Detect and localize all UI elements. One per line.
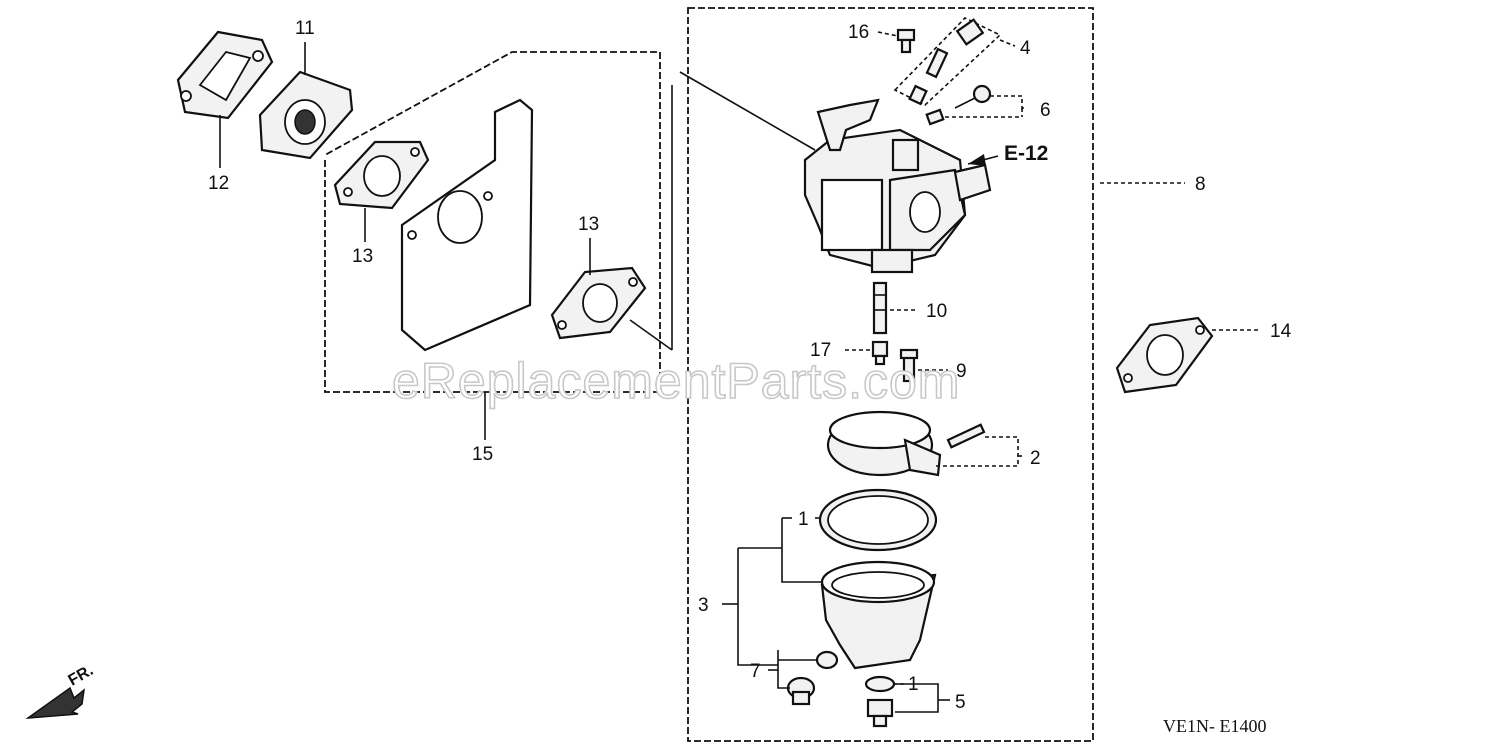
float[interactable] xyxy=(826,410,942,477)
part-6-screws[interactable] xyxy=(925,84,992,126)
carburetor-assembly-box xyxy=(687,7,1094,742)
callout-15: 15 xyxy=(472,444,493,465)
part-13-gasket-left[interactable] xyxy=(333,140,430,210)
callout-9: 9 xyxy=(956,361,967,382)
part-2-float-pin[interactable] xyxy=(946,423,986,449)
drawing-code: VE1N- E1400 xyxy=(1163,716,1266,736)
part-1-o-ring[interactable] xyxy=(818,488,938,552)
carburetor-body[interactable] xyxy=(803,98,992,274)
part-4-valve-set[interactable] xyxy=(893,17,1002,106)
part-15-plate[interactable] xyxy=(400,98,534,352)
callout-13-left: 13 xyxy=(352,246,373,267)
float-chamber[interactable] xyxy=(820,560,937,670)
callout-16: 16 xyxy=(848,22,869,43)
reference-label: E-12 xyxy=(1004,142,1048,165)
callout-1-lower: 1 xyxy=(908,674,919,695)
part-14-gasket[interactable] xyxy=(1115,316,1214,394)
insulator-set-box xyxy=(324,51,661,393)
watermark: eReplacementParts.com xyxy=(392,353,960,409)
part-10-nozzle[interactable] xyxy=(872,281,888,335)
callout-10: 10 xyxy=(926,301,947,322)
part-16-screw[interactable] xyxy=(896,28,916,54)
callout-6: 6 xyxy=(1040,100,1051,121)
front-arrow-icon xyxy=(25,686,86,719)
callout-7: 7 xyxy=(750,661,761,682)
callout-4: 4 xyxy=(1020,38,1031,59)
callout-3: 3 xyxy=(698,595,709,616)
part-7-screw[interactable] xyxy=(786,650,839,706)
callout-17: 17 xyxy=(810,340,831,361)
callout-2: 2 xyxy=(1030,448,1041,469)
callout-12: 12 xyxy=(208,173,229,194)
part-13-gasket-right[interactable] xyxy=(550,266,647,340)
part-17-jet[interactable] xyxy=(871,340,889,366)
callout-1-upper: 1 xyxy=(798,509,809,530)
part-5-bolt[interactable] xyxy=(864,675,896,728)
callout-14: 14 xyxy=(1270,321,1292,342)
callout-13-right: 13 xyxy=(578,214,599,235)
part-12-gasket[interactable] xyxy=(176,30,274,120)
callout-11: 11 xyxy=(295,18,315,39)
reference-arrow xyxy=(967,154,999,166)
callout-8: 8 xyxy=(1195,174,1206,195)
part-9-pin[interactable] xyxy=(899,348,919,383)
front-marker-label: FR. xyxy=(66,662,97,690)
callout-5: 5 xyxy=(955,692,966,713)
part-11-insulator[interactable] xyxy=(258,70,354,160)
